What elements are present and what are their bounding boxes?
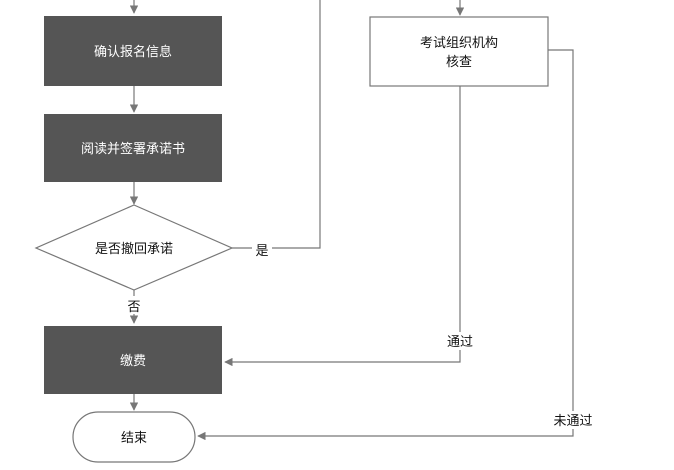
edge-label-yes: 是: [255, 244, 268, 259]
edge-label-no-group: 否: [125, 296, 143, 315]
edge-label-fail-group: 未通过: [546, 411, 600, 429]
node-review-label-line1: 考试组织机构: [420, 36, 498, 51]
edge-label-pass-group: 通过: [441, 332, 479, 350]
edge-label-fail: 未通过: [553, 414, 592, 429]
node-review: 考试组织机构 核查: [369, 16, 549, 87]
node-end-label: 结束: [121, 431, 147, 446]
node-read-sign: 阅读并签署承诺书: [44, 114, 222, 182]
node-decision: 是否撤回承诺: [34, 204, 234, 291]
node-pay: 缴费: [44, 326, 222, 394]
node-review-label-line2: 核查: [446, 55, 472, 70]
edge-review-fail: [197, 49, 574, 441]
node-end: 结束: [72, 411, 196, 463]
node-confirm: 确认报名信息: [44, 16, 222, 86]
node-pay-label: 缴费: [120, 354, 146, 369]
node-decision-label: 是否撤回承诺: [95, 241, 173, 257]
node-confirm-label: 确认报名信息: [94, 44, 172, 60]
edge-label-pass: 通过: [447, 335, 473, 350]
edge-label-no: 否: [127, 300, 140, 315]
edge-review-pass: [224, 86, 461, 367]
node-read-sign-label: 阅读并签署承诺书: [81, 141, 185, 157]
edge-decision-yes: [232, 0, 321, 249]
edge-label-yes-group: 是: [252, 240, 272, 259]
